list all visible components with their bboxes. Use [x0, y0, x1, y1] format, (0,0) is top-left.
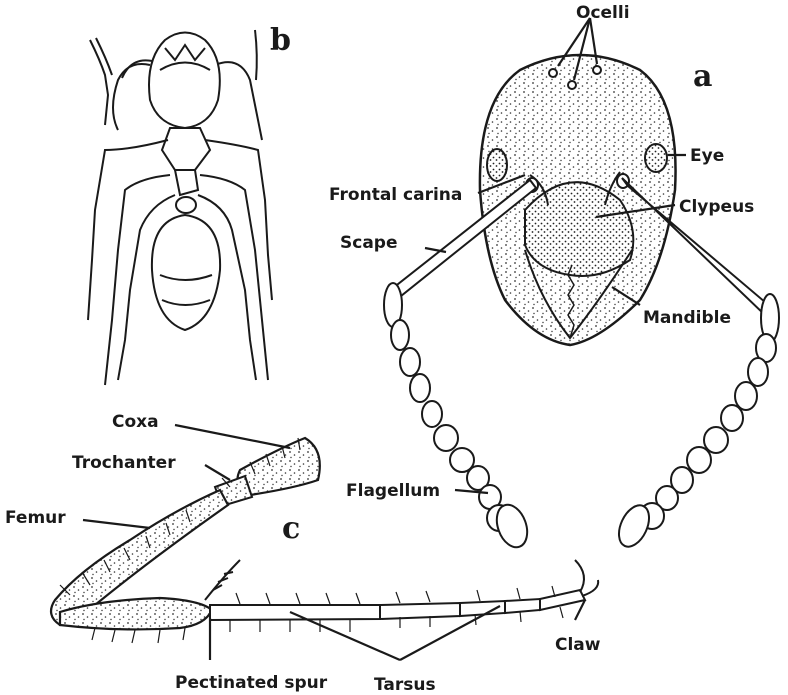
label-femur: Femur — [5, 508, 66, 528]
label-pectinated-spur: Pectinated spur — [175, 673, 328, 693]
label-trochanter: Trochanter — [72, 453, 176, 473]
label-scape: Scape — [340, 233, 398, 253]
label-eye: Eye — [690, 146, 724, 166]
whole-ant-drawing — [88, 30, 272, 385]
label-frontal-carina: Frontal carina — [329, 185, 462, 205]
panel-label-b: b — [270, 23, 291, 58]
panel-label-a: a — [693, 59, 712, 94]
label-claw: Claw — [555, 635, 601, 655]
label-ocelli: Ocelli — [576, 3, 630, 23]
label-coxa: Coxa — [112, 412, 159, 432]
label-flagellum: Flagellum — [346, 481, 440, 501]
panel-label-c: c — [282, 511, 300, 546]
label-mandible: Mandible — [643, 308, 731, 328]
label-clypeus: Clypeus — [679, 197, 754, 217]
label-tarsus: Tarsus — [374, 675, 436, 695]
